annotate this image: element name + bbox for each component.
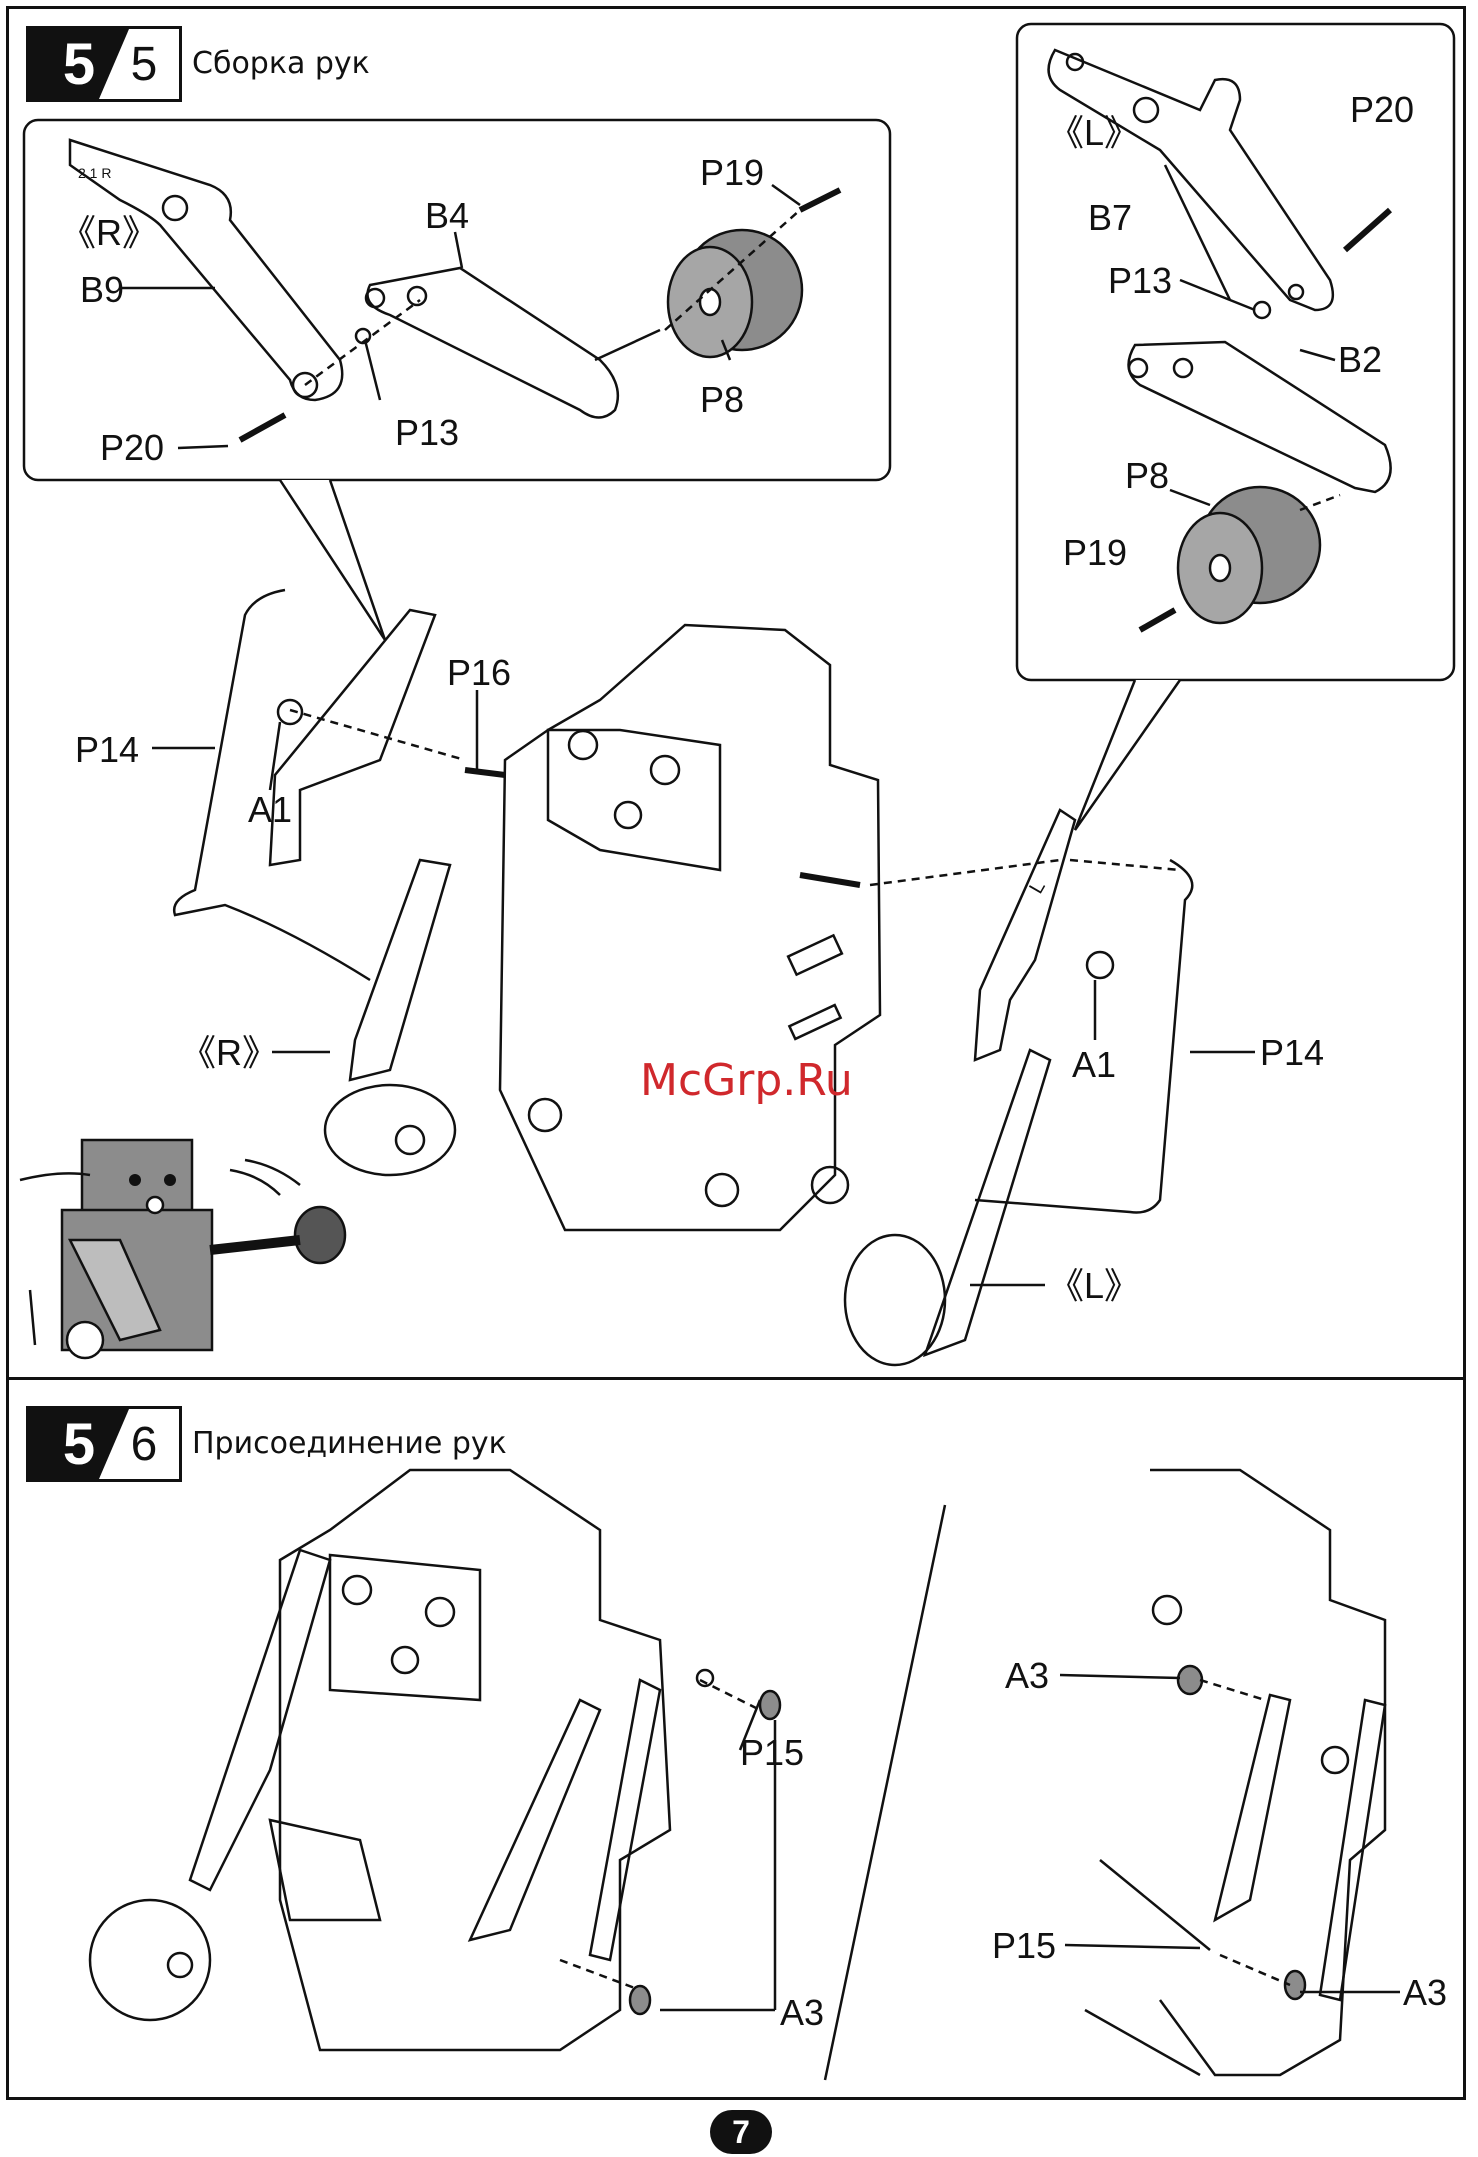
label-p13: P13 <box>395 412 459 453</box>
label-p19: P19 <box>700 152 764 193</box>
arm-part-b4 <box>368 268 618 418</box>
roller-hub <box>396 1126 424 1154</box>
label-a3-right-bottom: A3 <box>1403 1972 1447 2013</box>
callout-pointer-right <box>280 480 385 640</box>
label-p13: P13 <box>1108 260 1172 301</box>
arm-hole <box>1289 285 1303 299</box>
cable-p14-right <box>975 860 1192 1213</box>
assembly-guide-line <box>305 300 420 385</box>
leader-p8 <box>1170 490 1210 505</box>
leader-b2 <box>1300 350 1335 360</box>
robot-assembled-right <box>1085 1470 1385 2075</box>
roller-hole <box>700 289 720 315</box>
label-p16: P16 <box>447 652 511 693</box>
right-arm-lower <box>350 860 450 1080</box>
arm-marking-l: L <box>1025 877 1050 898</box>
label-p14-left: P14 <box>75 729 139 770</box>
leader-p13 <box>1180 280 1255 310</box>
label-b2: B2 <box>1338 339 1382 380</box>
label-side-l: 《L》 <box>1048 112 1140 153</box>
arm-part-b7 <box>1049 50 1333 310</box>
cable-p14-left <box>174 590 370 980</box>
roller-hole <box>1210 555 1230 581</box>
callout-pointer-left <box>1075 680 1180 830</box>
page-number: 7 <box>710 2110 772 2154</box>
right-arm-roller <box>325 1085 455 1175</box>
screw-p19 <box>800 190 840 210</box>
part-markings: 2 1 R <box>78 165 111 181</box>
label-p20: P20 <box>100 427 164 468</box>
label-p15-right: P15 <box>992 1925 1056 1966</box>
pin-a1-left <box>278 700 302 724</box>
left-arm-upper <box>975 810 1075 1060</box>
assembly-guide-line <box>290 710 465 760</box>
label-l-side: 《L》 <box>1048 1265 1140 1306</box>
arm-hole <box>408 287 426 305</box>
arm-hole <box>163 196 187 220</box>
label-a3-left: A3 <box>780 1992 824 2033</box>
label-p8: P8 <box>700 379 744 420</box>
screw-p20 <box>1345 210 1390 250</box>
leader-p20 <box>178 446 228 448</box>
label-b4: B4 <box>425 195 469 236</box>
robot-thumbnail <box>20 1140 345 1358</box>
screw-p20 <box>240 415 285 440</box>
assembly-guide-line <box>1300 495 1340 510</box>
label-p15-left: P15 <box>740 1732 804 1773</box>
left-arm-roller <box>845 1235 945 1365</box>
pin-a1-right <box>1087 952 1113 978</box>
label-a1-right: A1 <box>1072 1044 1116 1085</box>
label-r-side: 《R》 <box>180 1032 278 1073</box>
leader-p19 <box>772 185 800 205</box>
label-side-r: 《R》 <box>60 212 158 253</box>
label-p19: P19 <box>1063 532 1127 573</box>
watermark: McGrp.Ru <box>640 1055 853 1106</box>
view-divider <box>825 1505 945 2080</box>
label-a3-right-top: A3 <box>1005 1655 1049 1696</box>
robot-assembled-left <box>90 1470 780 2050</box>
arm-hole <box>1067 54 1083 70</box>
shaft-p16 <box>465 770 505 775</box>
arm-hole <box>1174 359 1192 377</box>
leader-b7 <box>1165 165 1230 300</box>
washer-p13 <box>1254 302 1270 318</box>
label-p20: P20 <box>1350 89 1414 130</box>
assembly-guide-line <box>1070 860 1180 870</box>
arm-hole <box>1129 359 1147 377</box>
label-b7: B7 <box>1088 197 1132 238</box>
right-arm-upper <box>270 610 435 865</box>
leader-b4 <box>455 232 462 268</box>
robot-body <box>500 625 880 1230</box>
label-p8: P8 <box>1125 455 1169 496</box>
label-b9: B9 <box>80 269 124 310</box>
label-p14-right: P14 <box>1260 1032 1324 1073</box>
screw-p19 <box>1140 610 1175 630</box>
label-a1-left: A1 <box>248 789 292 830</box>
leader-p13 <box>365 340 380 400</box>
wheel-axle <box>595 330 660 360</box>
